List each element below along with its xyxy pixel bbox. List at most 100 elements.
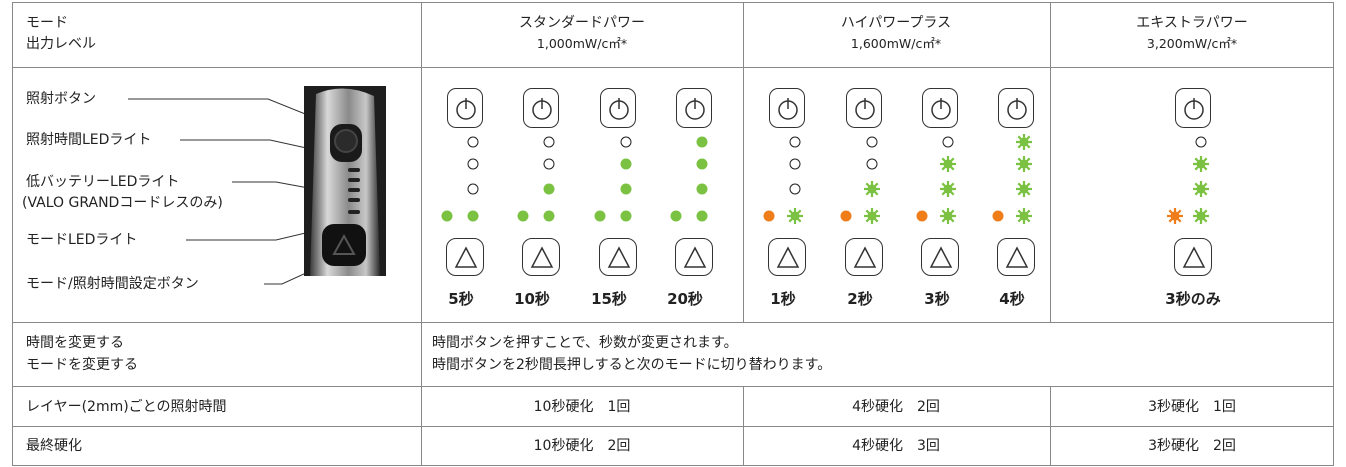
led-flash-green	[863, 180, 881, 198]
final-value-extra: 3秒硬化 2回	[1148, 438, 1236, 454]
led-on-green	[670, 210, 682, 222]
led-flash-green	[786, 207, 804, 225]
table-divider	[12, 426, 1334, 427]
layer-value-standard: 10秒硬化 1回	[533, 399, 631, 415]
power-button-icon	[846, 88, 882, 128]
table-border-bottom	[12, 465, 1334, 466]
led-off	[866, 136, 878, 148]
led-off	[789, 136, 801, 148]
led-off	[789, 158, 801, 170]
label-mode-led: モードLEDライト	[26, 232, 138, 248]
led-flash-green	[1015, 155, 1033, 173]
column-divider	[743, 2, 744, 323]
final-value-high: 4秒硬化 3回	[852, 438, 940, 454]
timer-label: 15秒	[591, 290, 627, 308]
led-flash-green	[1015, 207, 1033, 225]
led-off	[789, 183, 801, 195]
label-mode-button: モード/照射時間設定ボタン	[26, 276, 199, 292]
mode-button-icon	[599, 238, 637, 276]
led-off	[866, 158, 878, 170]
led-off	[942, 136, 954, 148]
row-label-change-time: 時間を変更する	[26, 335, 124, 351]
led-on-green	[467, 210, 479, 222]
timer-label: 10秒	[514, 290, 550, 308]
led-flash-green	[1015, 180, 1033, 198]
label-battery-led: 低バッテリーLEDライト	[26, 174, 180, 190]
mode-button-icon	[768, 238, 806, 276]
led-flash-green	[1192, 180, 1210, 198]
header-mode-label: モード	[26, 15, 68, 31]
timer-label: 3秒のみ	[1165, 290, 1221, 308]
column-divider	[1050, 2, 1051, 323]
led-on-green	[696, 136, 708, 148]
power-button-icon	[600, 88, 636, 128]
mode-button-icon	[522, 238, 560, 276]
led-on-green	[543, 183, 555, 195]
final-value-standard: 10秒硬化 2回	[533, 438, 631, 454]
led-on-green	[696, 183, 708, 195]
layer-value-high: 4秒硬化 2回	[852, 399, 940, 415]
led-mode-orange	[916, 210, 928, 222]
led-on-green	[620, 183, 632, 195]
led-mode-orange	[992, 210, 1004, 222]
table-border-left	[12, 2, 13, 466]
change-description-1: 時間ボタンを押すことで、秒数が変更されます。	[432, 335, 738, 351]
led-off	[1195, 136, 1207, 148]
timer-label: 1秒	[770, 290, 796, 308]
row-label-layer: レイヤー(2mm)ごとの照射時間	[26, 399, 227, 415]
led-off	[467, 183, 479, 195]
mode-name-extra: エキストラパワー	[1136, 15, 1248, 31]
mode-button-icon	[1174, 238, 1212, 276]
timer-label: 20秒	[667, 290, 703, 308]
led-flash-green	[939, 207, 957, 225]
mode-name-high: ハイパワープラス	[840, 15, 952, 31]
timer-label: 3秒	[924, 290, 950, 308]
table-border-top	[12, 2, 1334, 3]
column-divider	[1050, 386, 1051, 466]
header-output-label: 出力レベル	[26, 36, 96, 52]
led-flash-green	[1015, 133, 1033, 151]
power-button-icon	[922, 88, 958, 128]
led-off	[467, 158, 479, 170]
led-mode-orange	[763, 210, 775, 222]
led-off	[620, 136, 632, 148]
led-flash-green	[1192, 207, 1210, 225]
mode-button-icon	[446, 238, 484, 276]
led-mode-orange	[840, 210, 852, 222]
table-divider	[12, 386, 1334, 387]
curing-light-device-image	[304, 86, 386, 276]
led-flash-orange	[1166, 207, 1184, 225]
mode-power-high: 1,600mW/c㎡*	[850, 36, 942, 51]
mode-power-standard: 1,000mW/c㎡*	[536, 36, 628, 51]
change-description-2: 時間ボタンを2秒間長押しすると次のモードに切り替わります。	[432, 357, 832, 373]
led-flash-green	[1192, 155, 1210, 173]
led-on-green	[441, 210, 453, 222]
column-divider	[743, 386, 744, 466]
led-on-green	[696, 158, 708, 170]
mode-button-icon	[675, 238, 713, 276]
led-flash-green	[939, 180, 957, 198]
led-on-green	[594, 210, 606, 222]
column-divider	[421, 2, 422, 466]
row-label-final: 最終硬化	[26, 438, 82, 454]
led-flash-green	[863, 207, 881, 225]
layer-value-extra: 3秒硬化 1回	[1148, 399, 1236, 415]
led-on-green	[620, 158, 632, 170]
led-flash-green	[939, 155, 957, 173]
power-button-icon	[676, 88, 712, 128]
table-border-right	[1333, 2, 1334, 466]
label-timer-led: 照射時間LEDライト	[26, 132, 152, 148]
timer-label: 2秒	[847, 290, 873, 308]
timer-label: 5秒	[448, 290, 474, 308]
table-divider	[12, 67, 1334, 68]
led-on-green	[696, 210, 708, 222]
led-off	[467, 136, 479, 148]
label-battery-led-note: (VALO GRANDコードレスのみ)	[22, 195, 223, 211]
power-button-icon	[1175, 88, 1211, 128]
power-button-icon	[769, 88, 805, 128]
led-off	[543, 158, 555, 170]
led-on-green	[517, 210, 529, 222]
power-button-icon	[998, 88, 1034, 128]
label-light-button: 照射ボタン	[26, 91, 96, 107]
